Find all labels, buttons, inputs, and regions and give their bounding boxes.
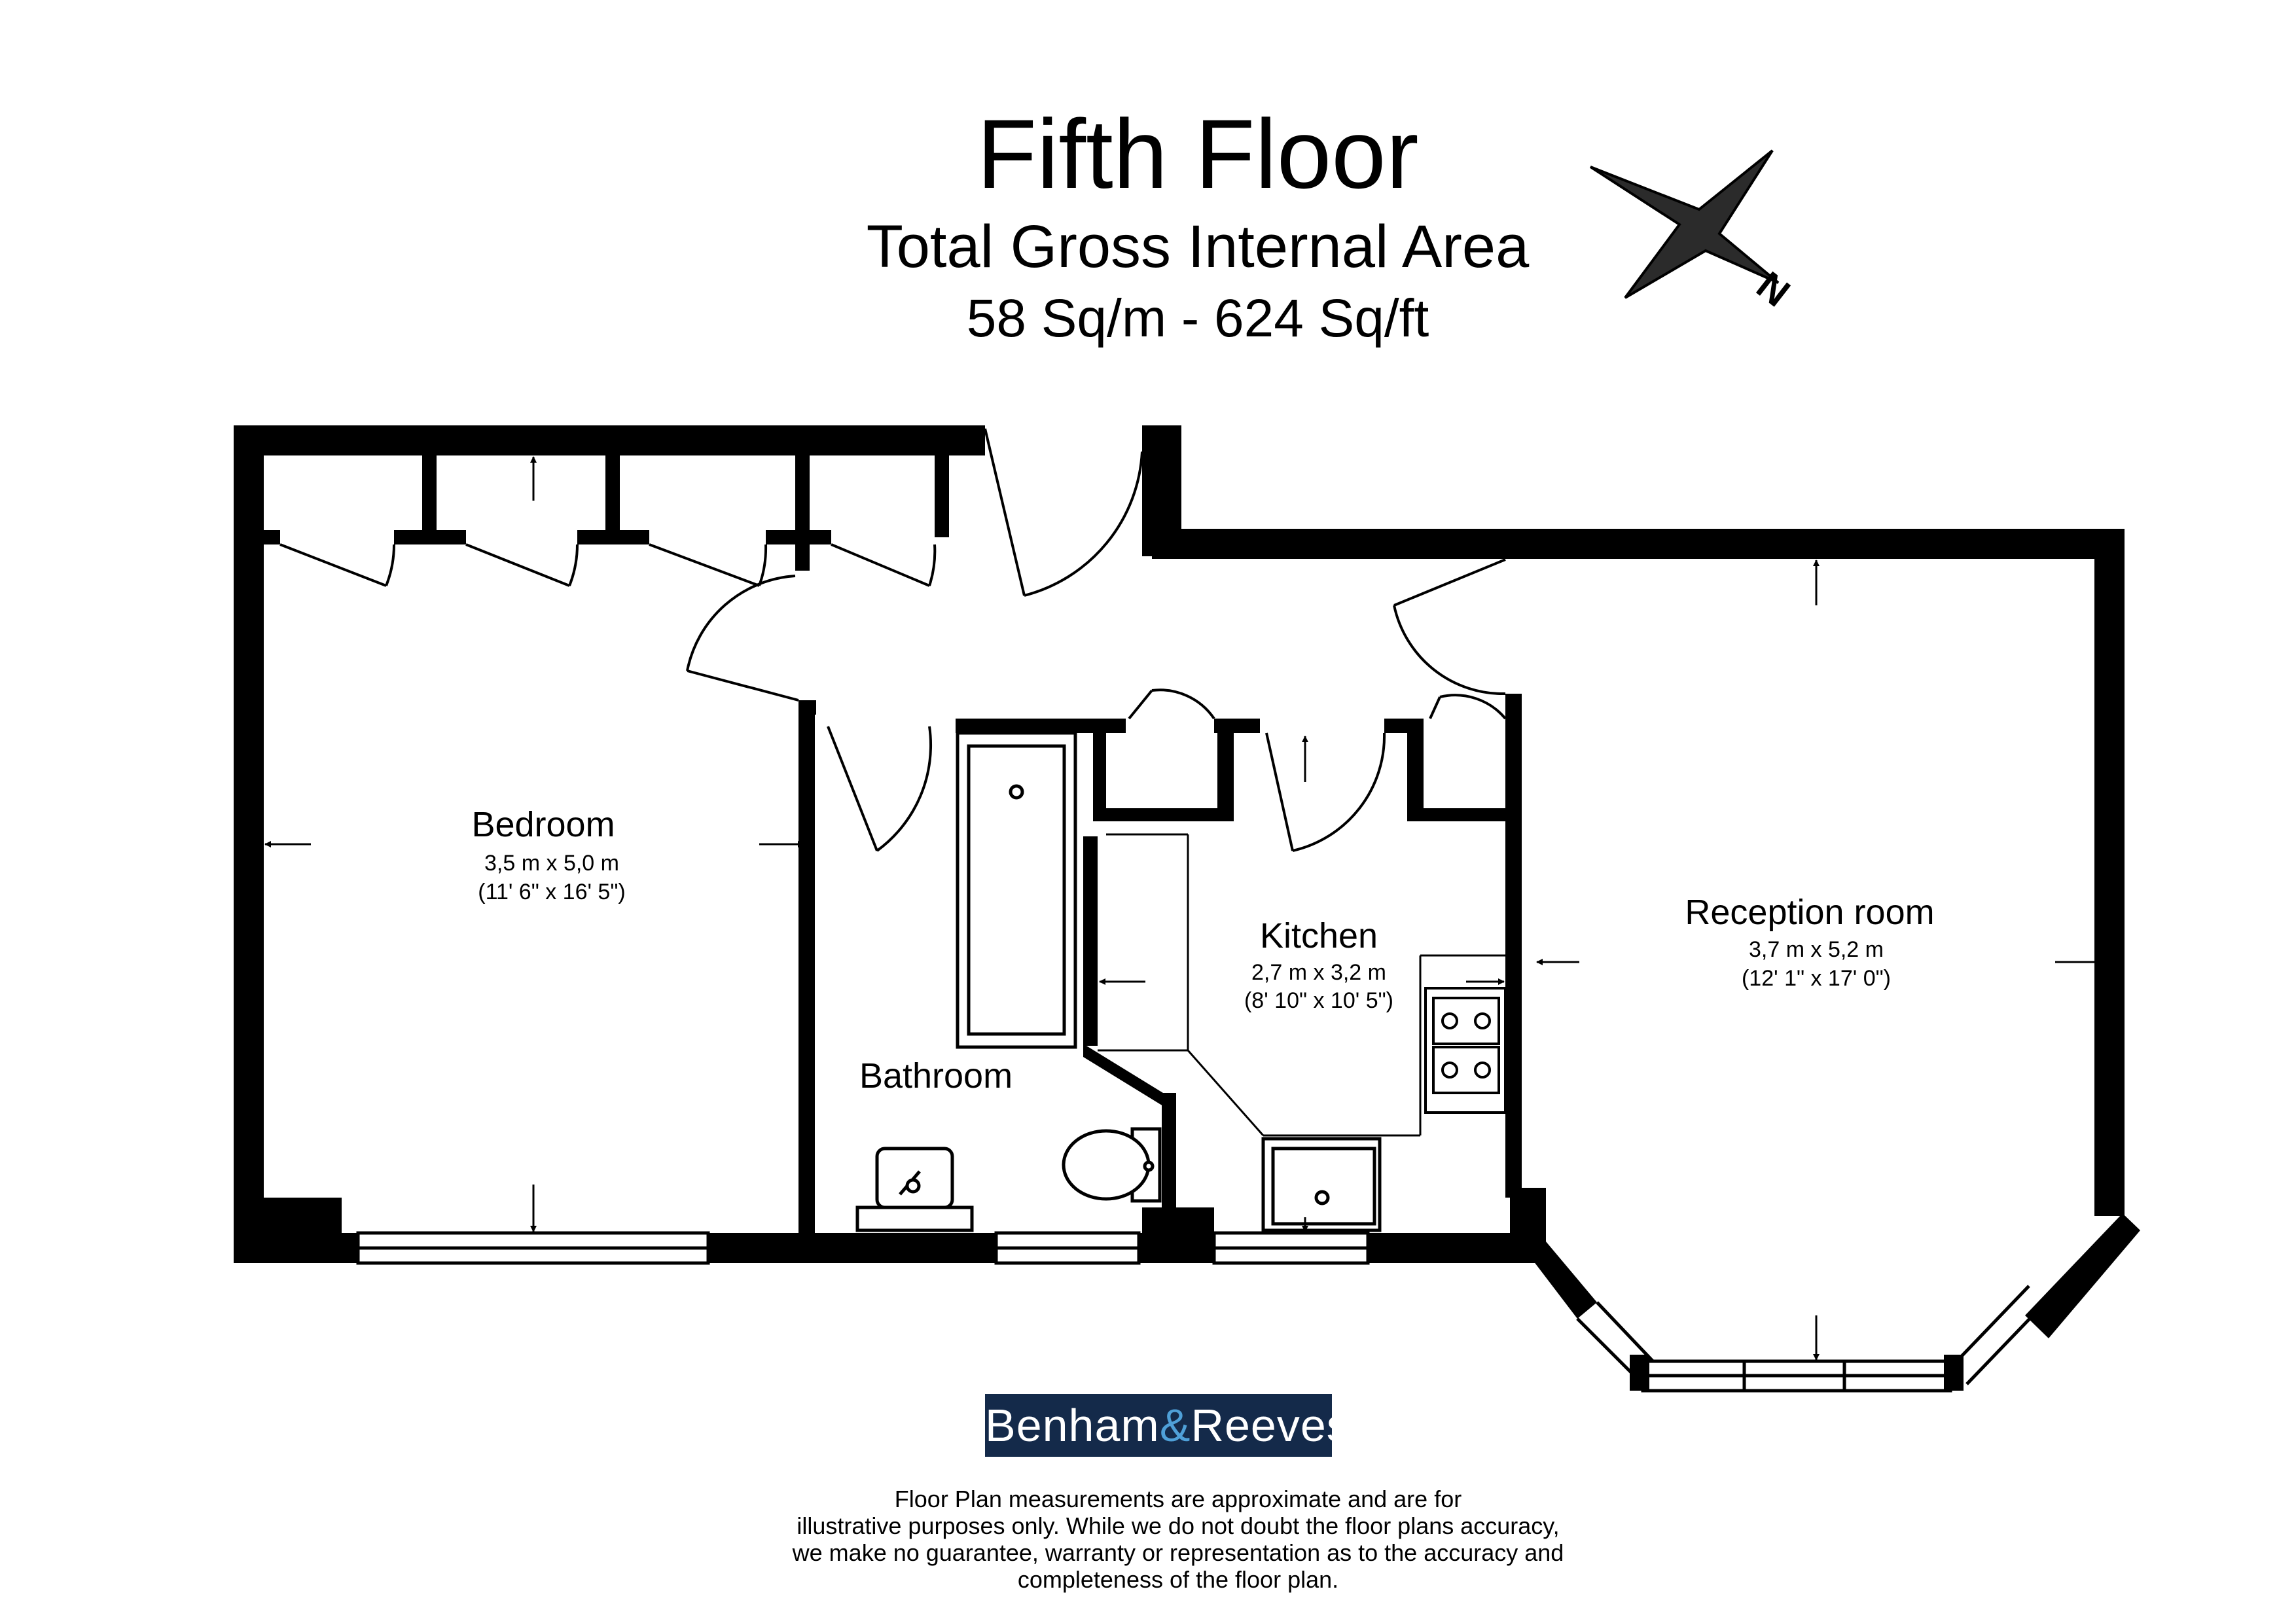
north-compass-icon: N	[1589, 149, 1798, 315]
door-swings	[279, 428, 1507, 852]
washbasin	[855, 1147, 974, 1232]
room-dim-metric-kitchen: 2,7 m x 3,2 m	[1251, 960, 1386, 985]
agency-logo: Benham&Reeves	[985, 1394, 1350, 1457]
disclaimer-line: Floor Plan measurements are approximate …	[894, 1486, 1462, 1512]
window	[356, 1231, 1370, 1265]
room-dim-metric-bedroom: 3,5 m x 5,0 m	[484, 851, 619, 876]
hob-icon	[1424, 987, 1507, 1114]
toilet	[1062, 1127, 1162, 1203]
disclaimer-line: illustrative purposes only. While we do …	[797, 1512, 1560, 1539]
logo-text-part2: Reeves	[1191, 1400, 1350, 1451]
area-label: Total Gross Internal Area	[866, 213, 1530, 280]
dimension-arrows	[264, 456, 2103, 1361]
logo-text-part1: Benham	[985, 1400, 1160, 1451]
kitchen-sink	[1261, 1137, 1382, 1232]
bathtub	[956, 731, 1077, 1049]
bay-window	[1576, 1285, 2050, 1393]
area-value: 58 Sq/m - 624 Sq/ft	[966, 289, 1429, 348]
disclaimer-line: we make no guarantee, warranty or repres…	[792, 1539, 1564, 1566]
room-dim-imperial-bedroom: (11' 6" x 16' 5")	[478, 880, 625, 904]
floor-title: Fifth Floor	[977, 99, 1419, 209]
room-name-bathroom: Bathroom	[859, 1056, 1013, 1096]
room-name-bedroom: Bedroom	[471, 805, 615, 844]
room-name-kitchen: Kitchen	[1260, 916, 1378, 955]
room-dim-metric-reception: 3,7 m x 5,2 m	[1749, 937, 1884, 962]
room-dim-imperial-reception: (12' 1" x 17' 0")	[1742, 966, 1891, 991]
walls	[234, 425, 2125, 1263]
disclaimer-line: completeness of the floor plan.	[1017, 1566, 1339, 1593]
logo-ampersand: &	[1159, 1400, 1191, 1451]
disclaimer: Floor Plan measurements are approximate …	[720, 1486, 1636, 1593]
kitchen-counter	[1098, 833, 1505, 1137]
room-name-reception: Reception room	[1685, 893, 1934, 932]
room-dim-imperial-kitchen: (8' 10" x 10' 5")	[1244, 988, 1393, 1013]
